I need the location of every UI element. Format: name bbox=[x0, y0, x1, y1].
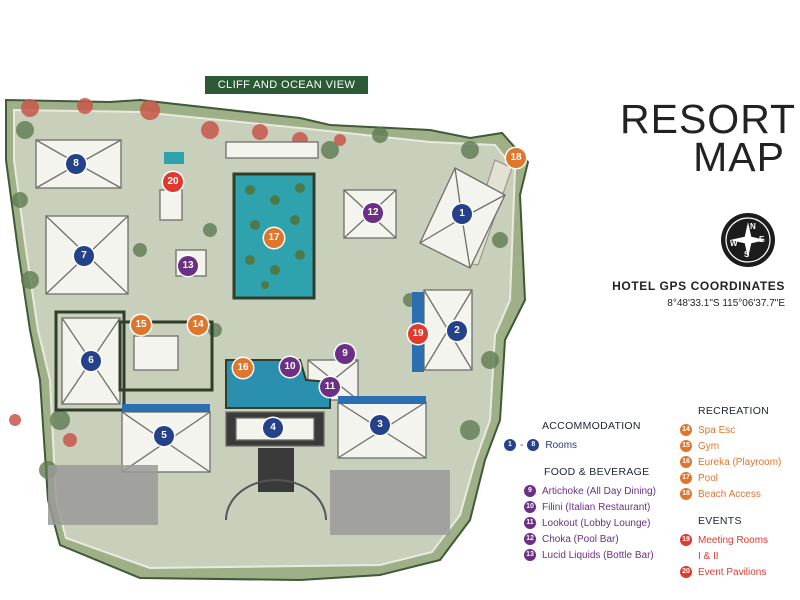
map-marker-14: 14 bbox=[188, 315, 208, 335]
map-marker-6: 6 bbox=[81, 351, 101, 371]
legend-label: Beach Access bbox=[698, 488, 761, 500]
driveway bbox=[258, 448, 294, 492]
map-marker-1: 1 bbox=[452, 204, 472, 224]
compass-s: S bbox=[744, 250, 750, 259]
buildings bbox=[35, 139, 506, 473]
legend-food: FOOD & BEVERAGE 9 Artichoke (All Day Dini… bbox=[524, 466, 656, 563]
parking bbox=[48, 465, 158, 525]
legend-label: Choka (Pool Bar) bbox=[542, 533, 619, 545]
legend-row: I & II bbox=[680, 548, 768, 564]
legend-heading: ACCOMMODATION bbox=[542, 420, 641, 432]
map-marker-18: 18 bbox=[506, 148, 526, 168]
legend-row: 20 Event Pavilions bbox=[680, 564, 768, 580]
jacuzzi bbox=[164, 152, 184, 164]
legend-label: Filini (Italian Restaurant) bbox=[542, 501, 651, 513]
legend-label: I & II bbox=[698, 550, 719, 562]
legend-heading: EVENTS bbox=[698, 515, 742, 527]
legend-badge: 10 bbox=[524, 501, 536, 513]
pavilion-20 bbox=[159, 189, 183, 221]
cliff-ocean-view-banner: CLIFF AND OCEAN VIEW bbox=[205, 76, 368, 94]
map-marker-10: 10 bbox=[280, 357, 300, 377]
legend-events: EVENTS 19 Meeting Rooms I & II 20 Event Pa… bbox=[680, 515, 768, 580]
legend-accommodation: ACCOMMODATION 1 - 8 Rooms bbox=[504, 420, 641, 453]
drop-off bbox=[225, 479, 327, 521]
flowering-trees bbox=[9, 98, 346, 447]
legend-badge: 17 bbox=[680, 472, 692, 484]
legend-label: Lookout (Lobby Lounge) bbox=[542, 517, 651, 529]
title-line-1: RESORT bbox=[620, 96, 797, 142]
title-line-2: MAP bbox=[693, 134, 785, 180]
map-marker-12: 12 bbox=[363, 203, 383, 223]
legend-row: 9 Artichoke (All Day Dining) bbox=[524, 483, 656, 499]
page-title: RESORT MAP bbox=[620, 96, 797, 180]
compass-needle-icon bbox=[725, 217, 771, 263]
garden-frames bbox=[54, 310, 214, 412]
legend-badge: 12 bbox=[524, 533, 536, 545]
compass-n: N bbox=[750, 222, 756, 231]
legend-row: 16 Eureka (Playroom) bbox=[680, 454, 781, 470]
legend-badge: 15 bbox=[680, 440, 692, 452]
legend-row: 19 Meeting Rooms bbox=[680, 532, 768, 548]
legend-row: 10 Filini (Italian Restaurant) bbox=[524, 499, 656, 515]
map-marker-7: 7 bbox=[74, 246, 94, 266]
legend-row: 17 Pool bbox=[680, 470, 781, 486]
compass-icon: N S E W bbox=[721, 213, 775, 267]
map-marker-16: 16 bbox=[233, 358, 253, 378]
legend-range-separator: - bbox=[520, 439, 524, 451]
legend-row: 1 - 8 Rooms bbox=[504, 437, 641, 453]
legend-row: 11 Lookout (Lobby Lounge) bbox=[524, 515, 656, 531]
compass-w: W bbox=[730, 239, 738, 248]
legend-row: 13 Lucid Liquids (Bottle Bar) bbox=[524, 547, 656, 563]
map-marker-8: 8 bbox=[66, 154, 86, 174]
map-marker-17: 17 bbox=[264, 228, 284, 248]
pavilion-top bbox=[225, 141, 319, 159]
legend-label: Rooms bbox=[545, 439, 578, 451]
legend-badge: 11 bbox=[524, 517, 536, 529]
map-marker-5: 5 bbox=[154, 426, 174, 446]
map-marker-9: 9 bbox=[335, 344, 355, 364]
legend-label: Eureka (Playroom) bbox=[698, 456, 782, 468]
legend-row: 12 Choka (Pool Bar) bbox=[524, 531, 656, 547]
legend-recreation: RECREATION 14 Spa Esc 15 Gym 16 Eureka (Pla… bbox=[680, 405, 781, 502]
map-marker-19: 19 bbox=[408, 324, 428, 344]
legend-badge: 9 bbox=[524, 485, 536, 497]
legend-row: 14 Spa Esc bbox=[680, 422, 781, 438]
legend-row: 15 Gym bbox=[680, 438, 781, 454]
gps-value: 8°48'33.1"S 115°06'37.7"E bbox=[667, 298, 785, 309]
legend-badge: 20 bbox=[680, 566, 692, 578]
legend-row: 18 Beach Access bbox=[680, 486, 781, 502]
gym-court bbox=[133, 335, 179, 371]
legend-label: Artichoke (All Day Dining) bbox=[542, 485, 656, 497]
legend-label: Pool bbox=[698, 472, 719, 484]
compass-e: E bbox=[759, 235, 765, 244]
legend-label: Lucid Liquids (Bottle Bar) bbox=[542, 549, 654, 561]
legend-badge: 8 bbox=[527, 439, 540, 451]
map-marker-15: 15 bbox=[131, 315, 151, 335]
map-marker-2: 2 bbox=[447, 321, 467, 341]
pool-5 bbox=[122, 404, 210, 412]
legend-badge: 18 bbox=[680, 488, 692, 500]
map-marker-13: 13 bbox=[178, 256, 198, 276]
map-marker-11: 11 bbox=[320, 377, 340, 397]
legend-badge: 16 bbox=[680, 456, 692, 468]
gps-label: HOTEL GPS COORDINATES bbox=[612, 279, 785, 293]
legend-label: Gym bbox=[698, 440, 720, 452]
legend-badge: 1 bbox=[504, 439, 516, 451]
map-marker-4: 4 bbox=[263, 418, 283, 438]
legend-label: Spa Esc bbox=[698, 424, 736, 436]
map-marker-20: 20 bbox=[163, 172, 183, 192]
parking-right bbox=[330, 470, 450, 535]
legend-badge: 14 bbox=[680, 424, 692, 436]
legend-label: Meeting Rooms bbox=[698, 534, 769, 546]
map-marker-3: 3 bbox=[370, 415, 390, 435]
legend-heading: FOOD & BEVERAGE bbox=[544, 466, 650, 478]
legend-badge: 19 bbox=[680, 534, 692, 546]
pool-3 bbox=[338, 396, 426, 404]
legend-badge: 13 bbox=[524, 549, 536, 561]
legend-label: Event Pavilions bbox=[698, 566, 767, 578]
legend-heading: RECREATION bbox=[698, 405, 770, 417]
